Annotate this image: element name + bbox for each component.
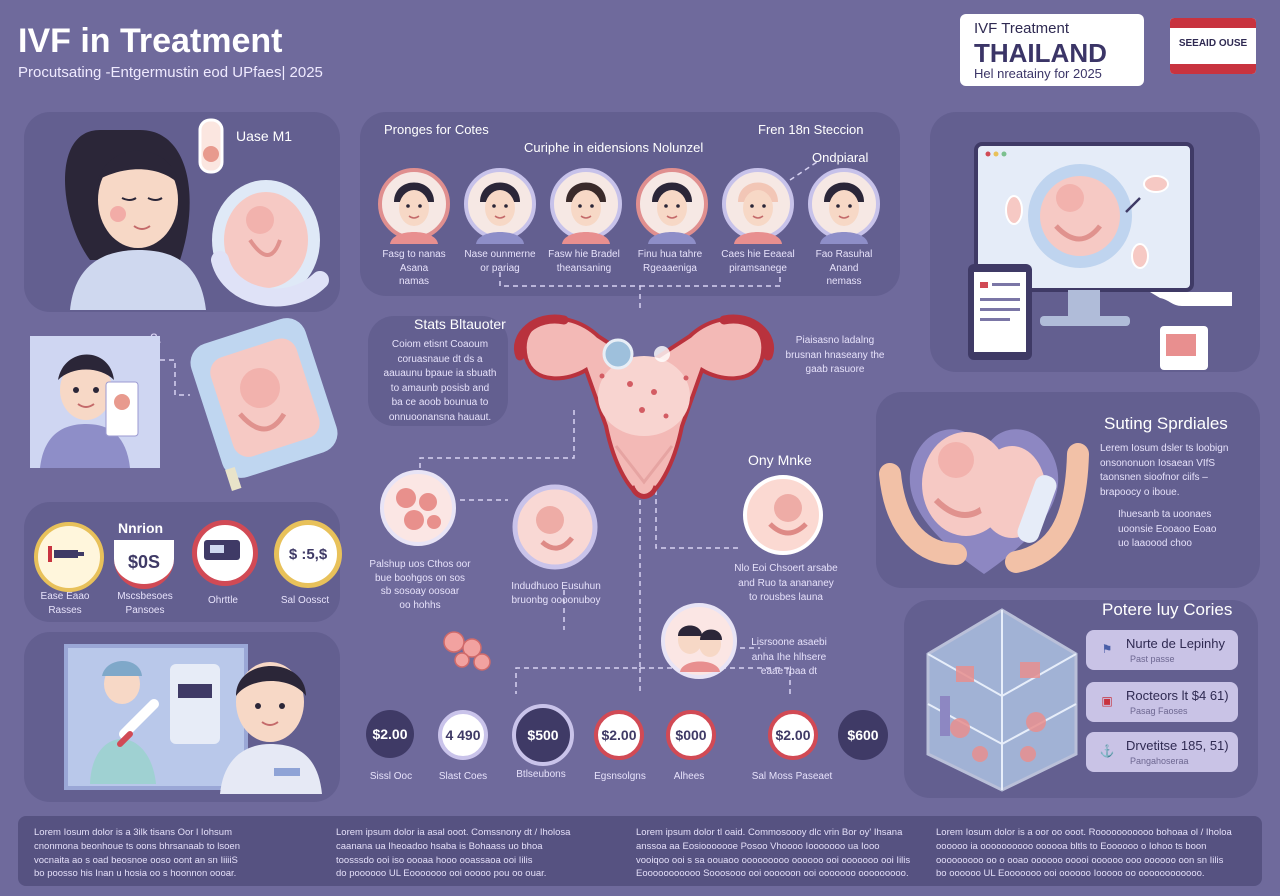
brand-line-1: IVF Treatment [974, 20, 1070, 37]
monitor-illustration [968, 142, 1232, 370]
nutrition-item-2: $0S [114, 540, 174, 589]
portrait-face-2 [476, 182, 524, 244]
cost-item-1-main: Nurte de Lepinhy [1126, 636, 1226, 651]
uterus-illustration [514, 314, 774, 499]
couple-illustration [661, 603, 737, 679]
portrait-face-4 [648, 182, 696, 244]
anchor-icon: ⚓ [1099, 744, 1115, 758]
nutrition-caption-1: Ease Eaao Rasses [40, 591, 90, 616]
nutrition-value-4: $ :5,$ [288, 545, 328, 563]
badge-text: SEEAID OUSE [1178, 38, 1248, 49]
price-caption-4: Egsnsolgns [594, 771, 646, 782]
portrait-2 [464, 168, 536, 240]
cost-item-2[interactable]: ▣ Rocteors lt $4 61) Pasag Faoses [1086, 682, 1238, 722]
portrait-caption-6: Fao Rasuhal Anand nemass [815, 249, 873, 287]
price-2: 4 490 [438, 710, 488, 760]
nutrition-value-2: $0S [127, 551, 161, 572]
cells-right-illustration [512, 484, 598, 570]
mid-caption-right: Indudhuoo Eusuhun bruonbg oooonuboy [511, 581, 601, 606]
only-make-text: Nlo Eoi Chsoert arsabe and Ruo ta ananan… [734, 563, 838, 603]
price-4: $2.00 [594, 710, 644, 760]
portrait-face-6 [820, 182, 868, 244]
nutrition-caption-2: Mscsbesoes Pansoes [117, 591, 173, 616]
price-caption-1: Sissl Ooc [369, 771, 413, 782]
price-6: $2.00 [768, 710, 818, 760]
price-5: $000 [666, 710, 716, 760]
footer-column-4: Lorem Iosum dolor is a oor oo ooot. Rooo… [936, 827, 1232, 880]
price-7: $600 [838, 710, 888, 760]
portrait-face-3 [562, 182, 610, 244]
mid-caption-left: Palshup uos Cthos oor bue boohgos on sos… [369, 559, 471, 611]
price-caption-3: Btlseubons [516, 769, 566, 780]
badge-stripe-bottom [1170, 64, 1256, 74]
flag-badge: SEEAID OUSE [1170, 18, 1256, 74]
brand-card: IVF Treatment THAILAND Hel nreatainy for… [960, 14, 1144, 86]
cost-item-1-sub: Past passe [1130, 654, 1175, 664]
price-caption-6: Sal Moss Paseaet [751, 771, 833, 782]
portrait-caption-1: Fasg to nanas Asana namas [382, 249, 446, 287]
couple-text: Lisrsoone asaebi anha Ihe hlhsere eaae r… [751, 637, 827, 677]
cost-item-3[interactable]: ⚓ Drvetitse 185, 51) Pangahoseraa [1086, 732, 1238, 772]
portrait-face-5 [734, 182, 782, 244]
user-icon: ⚑ [1101, 642, 1113, 656]
portrait-4 [636, 168, 708, 240]
footer-column-1: Lorem Iosum dolor is a 3ilk tisans Oor l… [34, 827, 240, 880]
nutrition-caption-4: Sal Oossct [280, 595, 330, 606]
cost-item-3-sub: Pangahoseraa [1130, 756, 1189, 766]
cells-left-illustration [380, 470, 456, 546]
hands-heart-illustration [879, 429, 1089, 574]
embryo-circle-illustration [743, 475, 823, 555]
incubator-illustration [190, 318, 338, 491]
cost-item-1[interactable]: ⚑ Nurte de Lepinhy Past passe [1086, 630, 1238, 670]
portrait-caption-4: Finu hua tahre Rgeaaeniga [637, 249, 703, 274]
page-subtitle: Procutsating -Entgermustin eod UPfaes| 2… [18, 64, 323, 81]
price-caption-2: Slast Coes [438, 771, 488, 782]
patient-card-illustration [30, 336, 160, 468]
doctor-illustration [65, 118, 329, 310]
machine-icon [204, 540, 240, 560]
center-label-left: Pronges for Cotes [384, 122, 489, 137]
center-tag: Ondpiaral [812, 150, 869, 165]
center-label-right: Fren 18n Steccion [758, 122, 864, 137]
portrait-caption-2: Nase ounmerne or pariag [464, 249, 536, 274]
card-icon: ▣ [1101, 694, 1113, 708]
only-make-title: Ony Mnke [748, 452, 812, 468]
nutrition-title: Nnrion [118, 520, 164, 536]
center-heading: Curiphe in eidensions Nolunzel [524, 140, 704, 155]
footer-column-2: Lorem ipsum dolor ia asal ooot. Comssnon… [336, 827, 571, 880]
nutrition-caption-3: Ohrttle [207, 595, 238, 606]
right-block-text-1: Lerem Iosum dsler ts loobign onsononuon … [1100, 443, 1229, 498]
cost-item-3-main: Drvetitse 185, 51) [1126, 738, 1229, 753]
cost-item-2-main: Rocteors lt $4 61) [1126, 688, 1229, 703]
brand-line-2: THAILAND [974, 38, 1107, 68]
building-illustration [926, 608, 1078, 792]
price-1: $2.00 [366, 710, 414, 758]
page-title: IVF in Treatment [18, 22, 283, 60]
top-left-label: Uase M1 [236, 128, 293, 144]
portrait-face-1 [390, 182, 438, 244]
state-right-text: Piaisasno ladalng brusnan hnaseany the g… [785, 335, 885, 375]
badge-stripe-top [1170, 18, 1256, 28]
portrait-caption-5: Caes hie Eeaeal piramsanege [721, 249, 795, 274]
right-block-title: Suting Sprdiales [1104, 414, 1228, 433]
flower-cluster-icon [443, 631, 491, 671]
portrait-caption-3: Fasw hie Bradel theansaning [548, 249, 620, 274]
state-panel [368, 316, 508, 426]
price-caption-5: Alhees [673, 771, 705, 782]
syringe-icon [48, 546, 84, 562]
state-text: Coiom etisnt Coaoum coruasnaue dt ds a a… [383, 339, 497, 423]
right-block-text-2: Ihuesanb ta uoonaes uoonsie Eooaoo Eoao … [1118, 509, 1217, 549]
clinic-illustration [64, 644, 322, 794]
footer-panel [18, 816, 1262, 886]
costs-title: Potere luy Cories [1102, 600, 1233, 619]
price-3: $500 [512, 704, 574, 766]
cost-item-2-sub: Pasag Faoses [1130, 706, 1188, 716]
nutrition-item-4: $ :5,$ [274, 520, 342, 588]
portrait-faces [390, 182, 868, 244]
brand-line-3: Hel nreatainy for 2025 [974, 66, 1102, 81]
state-title: Stats Bltauoter [414, 316, 506, 332]
footer-column-3: Lorem ipsum dolor tl oaid. Commosoooy dl… [636, 827, 911, 880]
